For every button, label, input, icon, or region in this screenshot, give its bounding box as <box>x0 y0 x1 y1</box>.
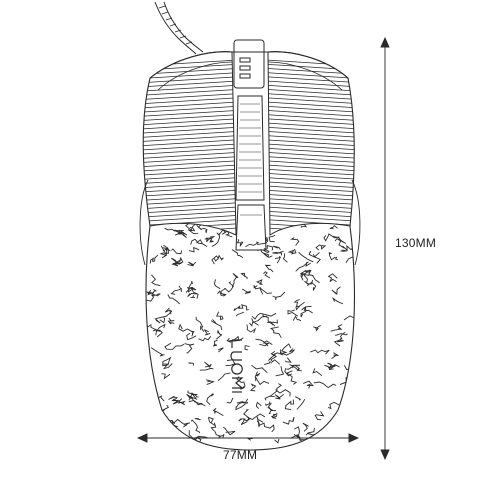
palm-crackle-pattern <box>146 223 355 450</box>
dpi-button <box>233 39 265 89</box>
scroll-wheel <box>235 95 265 201</box>
width-dimension-line <box>136 433 360 443</box>
logo-mark <box>230 339 244 393</box>
width-dimension-label: 77MM <box>223 448 258 462</box>
height-dimension-label: 130MM <box>395 236 437 250</box>
left-button-ribs <box>143 59 236 235</box>
height-dimension-line <box>380 36 390 461</box>
button-outlines <box>149 51 351 236</box>
center-column <box>233 39 267 251</box>
mouse-body <box>139 51 361 451</box>
mouse-cable <box>154 1 204 55</box>
right-button-ribs <box>268 59 355 235</box>
